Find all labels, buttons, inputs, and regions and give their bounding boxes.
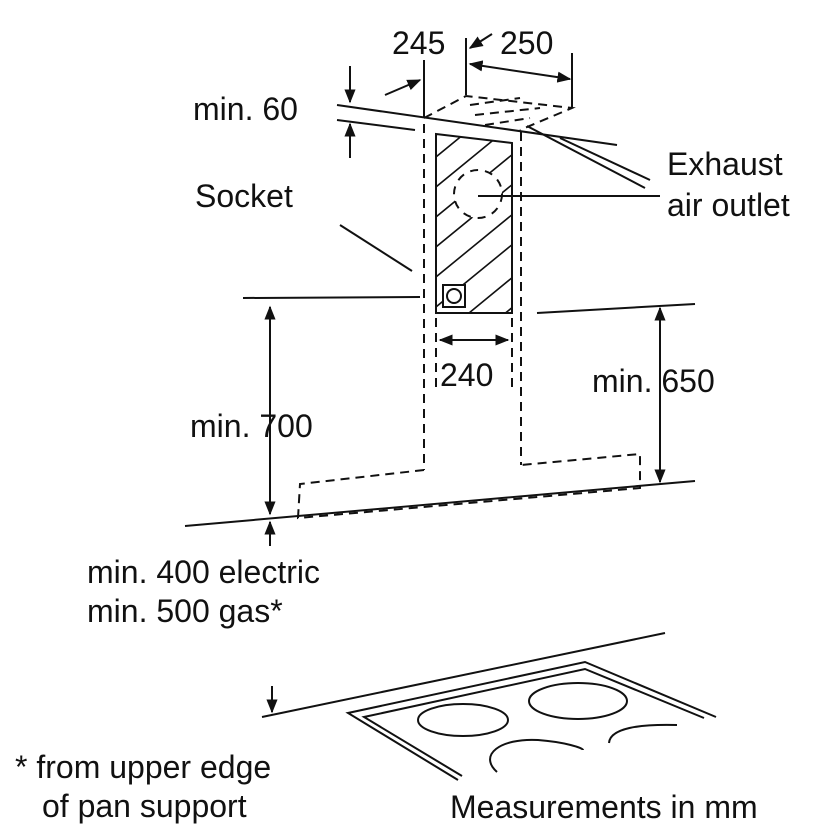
socket-label: Socket — [195, 178, 293, 214]
burner-ring — [528, 682, 628, 720]
dimension-min-650: min. 650 — [592, 306, 715, 484]
exhaust-label-line1: Exhaust — [667, 146, 783, 182]
dimension-245: 245 — [384, 25, 445, 118]
ceiling-lines — [336, 104, 618, 146]
units-label: Measurements in mm — [450, 789, 758, 825]
exhaust-label-line2: air outlet — [667, 187, 790, 223]
burner-ring — [417, 703, 509, 737]
dimension-min-700: min. 700 — [190, 305, 313, 546]
dimension-min-60: min. 60 — [193, 66, 356, 158]
chimney-outline — [423, 124, 522, 470]
duct-top-outline — [423, 94, 576, 131]
dim-245-label: 245 — [392, 25, 445, 61]
min-60-label: min. 60 — [193, 91, 298, 127]
min-500-gas-label: min. 500 gas* — [87, 593, 283, 629]
hatched-installation-area — [435, 132, 513, 314]
exhaust-leaders — [478, 125, 660, 197]
dim-250-label: 250 — [500, 25, 553, 61]
min-400-electric-label: min. 400 electric — [87, 554, 320, 590]
hood-canopy-outline — [296, 452, 641, 520]
cooktop — [261, 632, 717, 781]
exhaust-outlet-circle — [453, 169, 503, 219]
dim-240-label: 240 — [440, 357, 493, 393]
min-650-label: min. 650 — [592, 363, 715, 399]
min-700-label: min. 700 — [190, 408, 313, 444]
socket-icon — [442, 284, 466, 308]
dimension-250: 250 — [465, 25, 573, 108]
footnote-line1: * from upper edge — [15, 749, 271, 785]
footnote-line2: of pan support — [42, 788, 247, 824]
